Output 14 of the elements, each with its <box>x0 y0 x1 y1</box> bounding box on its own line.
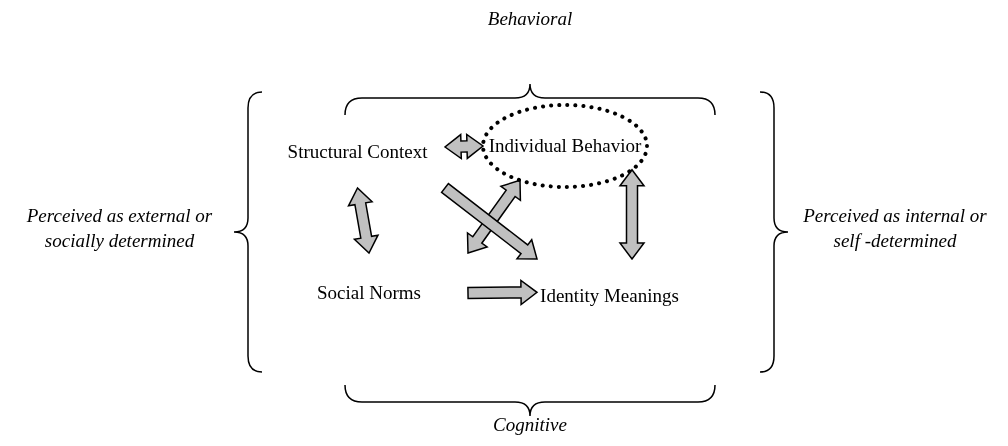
block-arrow <box>618 168 646 261</box>
node-label: Individual Behavior <box>488 134 642 158</box>
dimension-label: Cognitive <box>492 413 568 437</box>
block-arrow <box>443 132 485 161</box>
block-arrow <box>347 186 380 255</box>
dimension-label: Perceived as external or socially determined <box>25 204 214 253</box>
dimension-label: Perceived as internal or self -determined <box>802 204 988 253</box>
dimension-label: Behavioral <box>486 7 574 31</box>
node-label: Social Norms <box>317 281 421 305</box>
block-arrow <box>467 279 539 307</box>
node-label: Identity Meanings <box>540 284 679 308</box>
node-label: Structural Context <box>287 140 428 164</box>
dotted-ellipse <box>480 102 650 190</box>
block-arrow <box>440 182 538 260</box>
